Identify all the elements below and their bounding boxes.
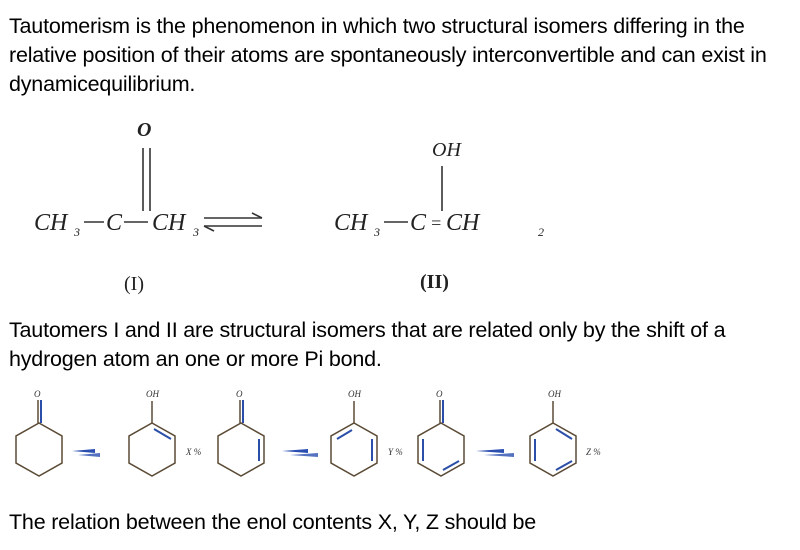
ch3-left: CH xyxy=(34,210,69,236)
keto-structure-i: O CH 3 C CH 3 (I) xyxy=(34,119,199,295)
equilibrium-arrow-icon xyxy=(203,212,263,232)
acetone-tautomerism-diagram: O CH 3 C CH 3 (I) OH CH 3 C = xyxy=(0,108,650,303)
svg-text:OH: OH xyxy=(548,389,561,399)
svg-text:3: 3 xyxy=(73,225,80,239)
cyclohexanone-ring: O xyxy=(15,389,63,477)
ch3-right: CH xyxy=(152,210,187,236)
question-paragraph: The relation between the enol contents X… xyxy=(9,510,537,534)
label-i: (I) xyxy=(124,273,144,295)
intro-paragraph: Tautomerism is the phenomenon in which t… xyxy=(9,14,767,96)
oxygen-atom: O xyxy=(137,119,151,141)
label-ii: (II) xyxy=(420,271,449,293)
cyclohexenone-ring: O xyxy=(217,389,265,477)
equilibrium-arrow-icon xyxy=(282,449,318,457)
tautomers-paragraph: Tautomers I and II are structural isomer… xyxy=(9,318,726,371)
svg-text:OH: OH xyxy=(348,389,361,399)
svg-text:3: 3 xyxy=(373,225,380,239)
svg-text:O: O xyxy=(436,389,443,399)
svg-text:=: = xyxy=(430,213,442,233)
cyclohexenol-ring: OH X % xyxy=(128,389,201,477)
cyclic-keto-enol-diagram: O OH X % O OH xyxy=(0,385,620,495)
cyclohexadienone-ring: O xyxy=(417,389,465,477)
enol-structure-ii: OH CH 3 C = CH 2 (II) xyxy=(334,139,544,293)
phenol-ring: OH Z % xyxy=(529,389,601,477)
svg-text:CH: CH xyxy=(446,210,481,236)
svg-text:2: 2 xyxy=(538,225,544,239)
svg-text:OH: OH xyxy=(146,389,159,399)
svg-text:O: O xyxy=(34,389,41,399)
svg-text:CH: CH xyxy=(334,210,369,236)
svg-text:3: 3 xyxy=(192,225,199,239)
carbonyl-carbon: C xyxy=(106,210,123,236)
svg-text:C: C xyxy=(410,210,427,236)
hydroxyl-group: OH xyxy=(432,139,462,161)
y-percent-label: Y % xyxy=(388,447,403,457)
equilibrium-arrow-icon xyxy=(476,449,514,457)
x-percent-label: X % xyxy=(185,447,201,457)
z-percent-label: Z % xyxy=(586,447,601,457)
svg-text:O: O xyxy=(236,389,243,399)
equilibrium-arrow-icon xyxy=(72,449,100,457)
cyclohexadienol-ring: OH Y % xyxy=(330,389,403,477)
